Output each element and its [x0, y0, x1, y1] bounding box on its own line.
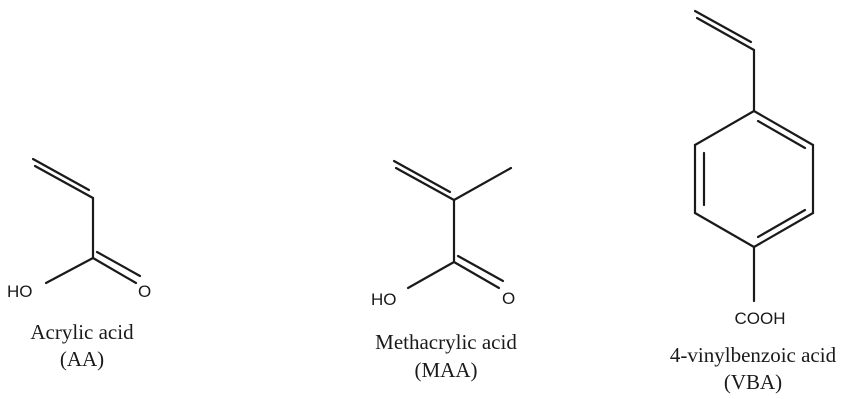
methacrylic-acid-structure: HO O	[371, 159, 515, 309]
c-oh-bond	[406, 260, 456, 290]
methacrylic-acid-name: Methacrylic acid	[375, 330, 517, 354]
ring-inner-bond-top-right	[756, 119, 807, 150]
c-o-double-bond-inner	[95, 250, 142, 278]
carboxyl-label: COOH	[735, 309, 786, 328]
methylene-double-bond-outer	[394, 166, 456, 202]
vinylbenzoic-acid-name: 4-vinylbenzoic acid	[670, 343, 837, 367]
ring-bond-top-right	[752, 109, 815, 147]
vinyl-double-bond-inner	[693, 9, 753, 44]
methyl-bond	[452, 166, 513, 202]
ring-bond-bottom-left	[693, 211, 756, 249]
vinylbenzoic-acid-abbr: (VBA)	[724, 370, 782, 394]
vinylbenzoic-acid-structure: COOH	[693, 9, 815, 328]
c-oh-bond	[44, 256, 95, 285]
c-o-double-bond-inner	[456, 254, 505, 283]
c-o-double-bond-outer	[91, 256, 138, 285]
ring-bond-bottom-right	[752, 211, 815, 249]
ring-inner-bond-bottom-right	[756, 208, 807, 239]
vinyl-double-bond-outer	[33, 164, 95, 200]
vinyl-double-bond-outer	[695, 16, 756, 52]
methylene-double-bond-inner	[392, 159, 452, 194]
acrylic-acid-abbr: (AA)	[60, 347, 104, 371]
carbonyl-oxygen-label: O	[138, 282, 151, 301]
c-o-double-bond-outer	[452, 260, 501, 290]
acrylic-acid-structure: HO O	[7, 157, 151, 301]
hydroxyl-label: HO	[371, 290, 397, 309]
acrylic-acid-name: Acrylic acid	[30, 320, 134, 344]
ring-bond-top-left	[693, 109, 756, 147]
hydroxyl-label: HO	[7, 282, 33, 301]
methacrylic-acid-abbr: (MAA)	[415, 358, 478, 382]
vinyl-double-bond-inner	[31, 157, 91, 192]
carbonyl-oxygen-label: O	[502, 289, 515, 308]
